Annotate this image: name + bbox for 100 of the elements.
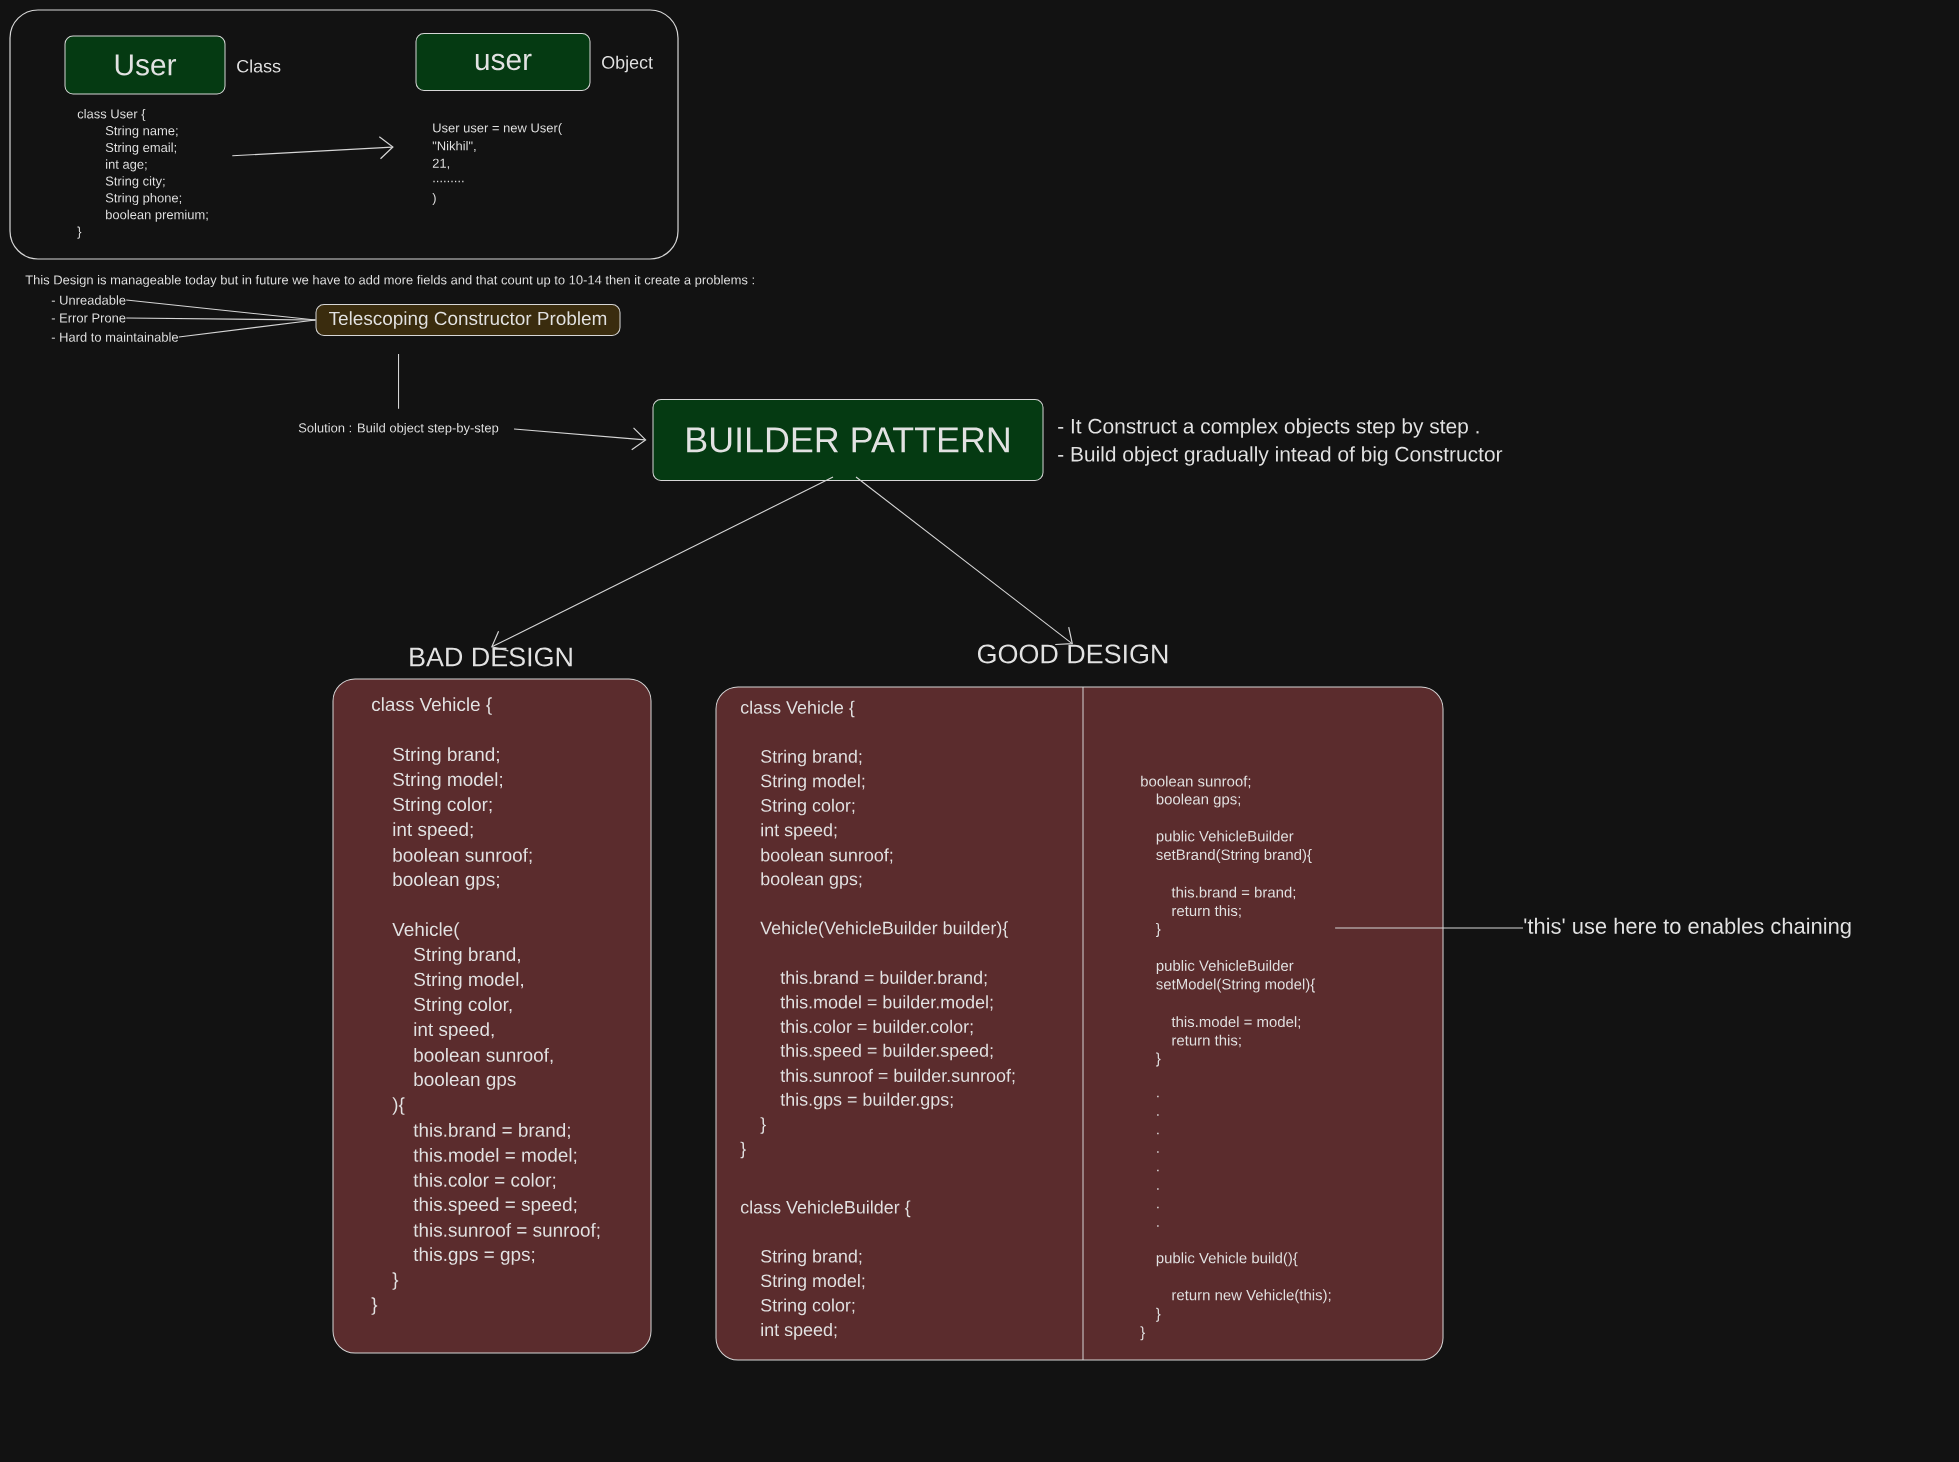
code-line: String color; [761, 1298, 855, 1316]
code-line: boolean gps; [1156, 793, 1240, 808]
code-line: String phone; [105, 192, 182, 206]
code-line: } [77, 226, 82, 239]
code-line: setModel(String model){ [1156, 978, 1315, 993]
code-line: class VehicleBuilder { [740, 1200, 911, 1218]
code-line: this.brand = brand; [413, 1122, 570, 1140]
connector-line [125, 317, 317, 321]
code-line: } [740, 1141, 746, 1159]
bullet-text: - Unreadable [51, 295, 126, 305]
code-line: int age; [106, 159, 147, 172]
panel-heading: GOOD DESIGN [977, 644, 1168, 664]
solution-text: Solution : Build object step-by-step [298, 422, 499, 436]
code-line: return new Vehicle(this); [1172, 1289, 1331, 1304]
code-line: String model; [761, 774, 865, 791]
code-line: String brand; [761, 749, 862, 767]
code-line: String email; [105, 142, 176, 155]
rounded-frame [9, 9, 679, 260]
code-line: this.sunroof = builder.sunroof; [780, 1068, 1015, 1085]
code-line: return this; [1172, 905, 1241, 918]
code-line: boolean gps; [393, 872, 499, 890]
code-line: class Vehicle { [372, 697, 492, 715]
code-line: String brand, [414, 947, 520, 965]
code-line: } [392, 1272, 399, 1290]
bullet-text: - Error Prone [51, 313, 126, 323]
side-note: Object [602, 55, 653, 73]
code-line: ) [432, 192, 436, 206]
code-line: boolean sunroof, [414, 1047, 553, 1065]
code-line: this.color = color; [413, 1172, 556, 1190]
code-line: } [1156, 923, 1161, 937]
code-line: this.color = builder.color; [780, 1019, 973, 1036]
code-line: String color; [761, 798, 855, 816]
code-line: String model; [393, 772, 502, 790]
code-line: this.gps = builder.gps; [780, 1092, 953, 1110]
code-line: . [1157, 1132, 1159, 1135]
title-box: Telescoping Constructor Problem [315, 304, 621, 336]
code-line: String brand; [393, 747, 499, 765]
arrow [231, 136, 394, 160]
code-line: . [1157, 1151, 1159, 1153]
code-line: boolean gps [414, 1072, 516, 1090]
code-line: "Nikhil", [432, 140, 476, 152]
code-line: . [1157, 1114, 1159, 1116]
code-line: Vehicle(VehicleBuilder builder){ [760, 921, 1009, 938]
code-line: public Vehicle build(){ [1156, 1252, 1298, 1267]
code-line: Vehicle( [392, 922, 460, 940]
arrow [491, 476, 834, 652]
code-line: } [760, 1117, 766, 1134]
code-line: this.brand = builder.brand; [780, 970, 987, 987]
note-text: 'this' use here to enables chaining [1524, 917, 1851, 939]
code-line: this.model = model; [1171, 1016, 1301, 1029]
code-line: this.speed = builder.speed; [780, 1043, 993, 1061]
code-line: public VehicleBuilder [1156, 830, 1294, 845]
code-line: String name; [105, 125, 178, 138]
title-box: user [415, 33, 591, 91]
code-line: this.sunroof = sunroof; [413, 1222, 600, 1240]
code-line: . [1157, 1095, 1159, 1098]
code-line: . [1157, 1206, 1159, 1209]
code-line: class User { [77, 108, 146, 122]
code-line: . [1157, 1169, 1159, 1172]
code-line: return this; [1172, 1034, 1241, 1048]
title-box: User [64, 35, 226, 95]
code-line: 21, [432, 158, 450, 170]
code-line: int speed; [393, 822, 473, 840]
code-line: ......... [433, 180, 464, 183]
code-line: this.brand = brand; [1171, 886, 1296, 900]
code-line: boolean premium; [106, 209, 208, 222]
code-line: } [1140, 1326, 1145, 1341]
code-line: setBrand(String brand){ [1156, 849, 1312, 863]
code-line: int speed, [414, 1022, 494, 1040]
code-line: String model, [414, 972, 523, 990]
leader-line [1334, 927, 1524, 929]
bullet-text: - Hard to maintainable [51, 332, 178, 342]
code-line: String color, [414, 997, 512, 1015]
code-line: } [1156, 1052, 1161, 1067]
side-note: Class [237, 59, 281, 73]
panel-heading: BAD DESIGN [410, 647, 572, 667]
code-line: this.speed = speed; [413, 1197, 577, 1215]
code-line: this.model = model; [413, 1147, 577, 1165]
code-line: . [1157, 1188, 1159, 1190]
arrow [855, 476, 1073, 646]
connector-line [178, 319, 317, 338]
code-line: String model; [761, 1273, 865, 1291]
code-line: this.model = builder.model; [780, 995, 993, 1011]
code-line: } [1156, 1307, 1161, 1322]
code-line: String color; [393, 797, 492, 815]
code-line: boolean sunroof; [761, 848, 893, 864]
code-line: . [1157, 1225, 1159, 1227]
code-line: class Vehicle { [740, 700, 855, 718]
code-line: int speed; [761, 1322, 837, 1340]
code-line: boolean sunroof; [393, 847, 532, 865]
title-box: BUILDER PATTERN [652, 399, 1044, 481]
side-note: - It Construct a complex objects step by step . [1058, 418, 1479, 438]
code-line: boolean gps; [761, 872, 862, 889]
code-line: } [371, 1297, 378, 1315]
code-line: String brand; [761, 1249, 862, 1267]
intro-text: This Design is manageable today but in future we have to add more fields and that count up to 10-14 then it create a problems : [25, 274, 754, 288]
code-line: int speed; [761, 823, 837, 840]
side-note: - Build object gradually intead of big Constructor [1058, 446, 1503, 466]
code-line: boolean sunroof; [1141, 775, 1251, 789]
code-line: User user = new User( [433, 122, 562, 136]
